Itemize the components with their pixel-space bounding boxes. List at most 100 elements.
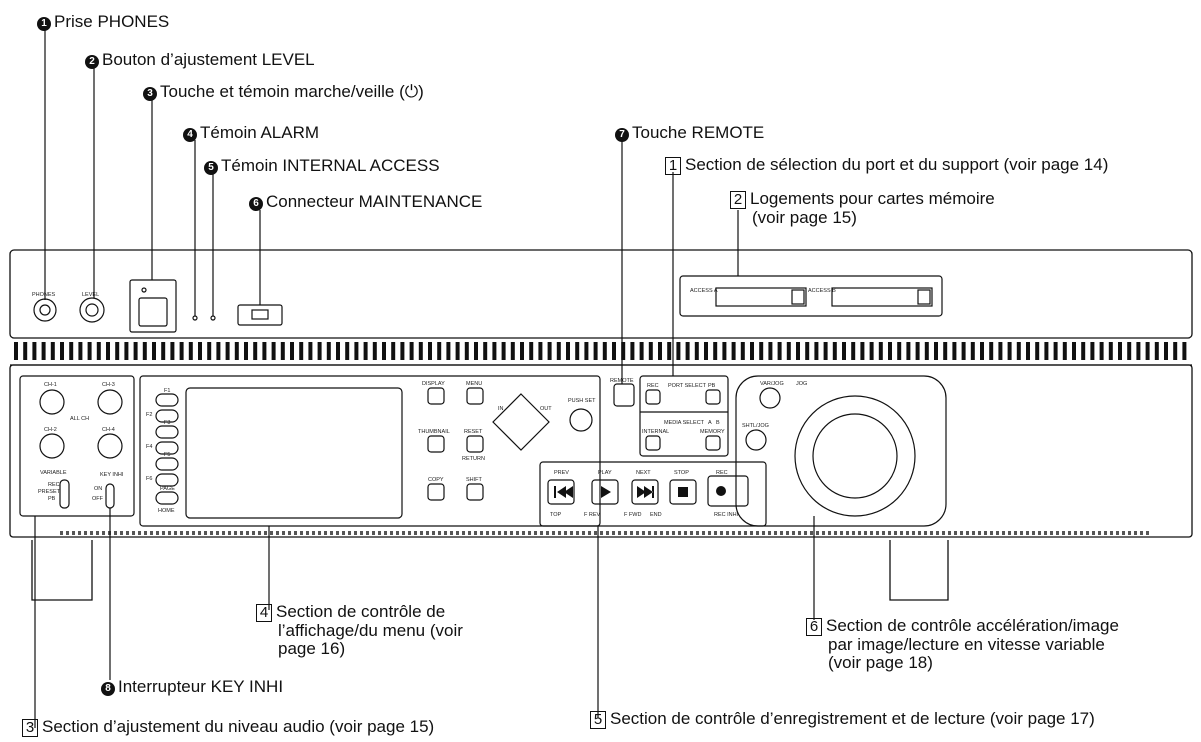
bottom-strip-tick (462, 531, 465, 535)
vent-slot (814, 342, 819, 360)
bottom-strip-tick (654, 531, 657, 535)
port-rec-button[interactable] (645, 389, 661, 405)
bottom-strip-tick (882, 531, 885, 535)
bottom-strip-tick (60, 531, 63, 535)
f5-button[interactable] (155, 457, 179, 471)
bottom-strip-tick (756, 531, 759, 535)
bottom-strip-tick (414, 531, 417, 535)
prev-button[interactable] (547, 479, 575, 505)
memory-slot-b[interactable] (831, 287, 933, 307)
maintenance-connector[interactable] (237, 304, 283, 326)
vent-slot (943, 342, 948, 360)
f2-button[interactable] (155, 409, 179, 423)
shtl-jog-knob[interactable] (745, 429, 767, 451)
vent-slot (694, 342, 699, 360)
end-tiny-label: END (650, 512, 662, 518)
bottom-strip-tick (1080, 531, 1083, 535)
bottom-strip-tick (510, 531, 513, 535)
bottom-strip-tick (1122, 531, 1125, 535)
ch3-knob[interactable] (97, 389, 123, 415)
ch4-knob[interactable] (97, 433, 123, 459)
menu-button[interactable] (466, 387, 484, 405)
bottom-strip-tick (240, 531, 243, 535)
vent-slot (207, 342, 212, 360)
vent-slot (1136, 342, 1141, 360)
bottom-strip-tick (576, 531, 579, 535)
rec-inhi-tiny-label: REC INHI (714, 512, 739, 518)
vent-slot (510, 342, 515, 360)
vent-slot (115, 342, 120, 360)
bottom-strip-tick (750, 531, 753, 535)
shtl-jog-tiny-label: SHTL/JOG (742, 423, 769, 429)
power-button[interactable] (138, 297, 168, 327)
phones-tiny-label: PHONES (32, 292, 56, 298)
level-knob[interactable] (79, 297, 105, 323)
thumbnail-button[interactable] (427, 435, 445, 453)
f1-button[interactable] (155, 393, 179, 407)
remote-button[interactable] (613, 383, 635, 407)
shift-button[interactable] (466, 483, 484, 501)
f3-button[interactable] (155, 425, 179, 439)
vent-slot (446, 342, 451, 360)
left-foot (31, 540, 93, 601)
ch2-knob[interactable] (39, 433, 65, 459)
f6-button[interactable] (155, 473, 179, 487)
bottom-strip-tick (588, 531, 591, 535)
bottom-strip-tick (234, 531, 237, 535)
bottom-strip-tick (1098, 531, 1101, 535)
vent-slot (188, 342, 193, 360)
vent-slot (1127, 342, 1132, 360)
bottom-strip-tick (516, 531, 519, 535)
memory-slot-a[interactable] (715, 287, 807, 307)
direction-pad[interactable] (492, 393, 550, 451)
bottom-strip-tick (1074, 531, 1077, 535)
bottom-strip-tick (912, 531, 915, 535)
bottom-strip-tick (492, 531, 495, 535)
copy-button[interactable] (427, 483, 445, 501)
bottom-strip-tick (132, 531, 135, 535)
bottom-strip-tick (564, 531, 567, 535)
page-button[interactable] (155, 491, 179, 505)
bottom-strip-tick (1134, 531, 1137, 535)
bottom-strip-tick (498, 531, 501, 535)
stop-button[interactable] (669, 479, 697, 505)
port-pb-button[interactable] (705, 389, 721, 405)
right-foot (889, 540, 949, 601)
vent-slot (869, 342, 874, 360)
f4-button[interactable] (155, 441, 179, 455)
internal-button[interactable] (645, 435, 661, 451)
display-button[interactable] (427, 387, 445, 405)
rec-button[interactable] (707, 475, 749, 507)
memory-button[interactable] (705, 435, 721, 451)
play-button[interactable] (591, 479, 619, 505)
jog-dial-outer[interactable] (794, 395, 916, 517)
vent-slot (354, 342, 359, 360)
bottom-strip-tick (978, 531, 981, 535)
bottom-strip-tick (1086, 531, 1089, 535)
phones-jack[interactable] (33, 298, 57, 322)
vent-slot (980, 342, 984, 360)
variable-switch[interactable] (59, 479, 70, 509)
vent-slot (796, 342, 800, 360)
bottom-strip-tick (690, 531, 693, 535)
bottom-strip-tick (552, 531, 555, 535)
push-set-knob[interactable] (569, 408, 593, 432)
bottom-strip-tick (522, 531, 525, 535)
bottom-strip-tick (426, 531, 429, 535)
reset-button[interactable] (466, 435, 484, 453)
bottom-strip-tick (330, 531, 333, 535)
key-inhi-switch[interactable] (105, 483, 115, 509)
bottom-strip-tick (870, 531, 873, 535)
next-button[interactable] (631, 479, 659, 505)
vent-slot (179, 342, 184, 360)
bottom-strip-tick (168, 531, 171, 535)
memory-slot-block (679, 275, 943, 317)
vent-slot (326, 342, 331, 360)
bottom-strip-tick (834, 531, 837, 535)
ch1-knob[interactable] (39, 389, 65, 415)
var-jog-knob[interactable] (759, 387, 781, 409)
vent-slot (317, 342, 322, 360)
bottom-strip-tick (78, 531, 81, 535)
thumbnail-tiny-label: THUMBNAIL (418, 429, 450, 435)
